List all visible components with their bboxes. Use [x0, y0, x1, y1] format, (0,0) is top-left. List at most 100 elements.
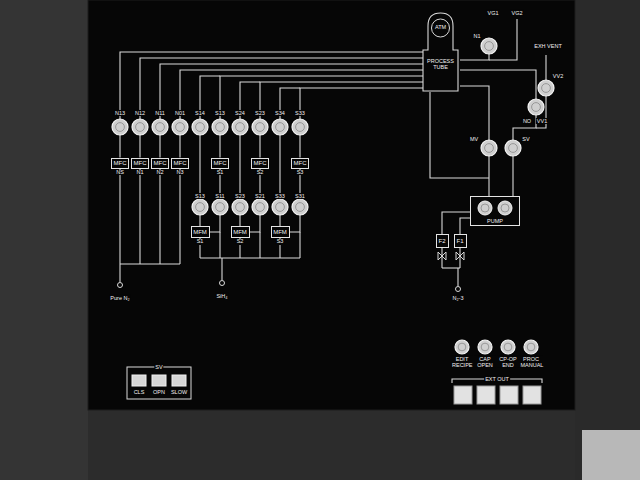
- box-label: N1: [135, 170, 144, 176]
- mfc-box: MFCS3: [291, 158, 309, 169]
- button-label: CLS: [133, 389, 146, 395]
- valve-symbol: [501, 340, 515, 354]
- wire: [299, 232, 300, 258]
- mfc-box: MFCN1: [131, 158, 149, 169]
- valve-label: S31: [294, 193, 306, 199]
- tube-outline: [422, 12, 459, 92]
- valve-label: S24: [234, 110, 246, 116]
- gas-line: [442, 212, 470, 234]
- gas-source: N₂-3: [452, 295, 465, 301]
- mfm-box: MFMS2: [231, 226, 250, 238]
- vent-label: EXH VENT: [533, 43, 563, 49]
- valve-label: MV: [469, 136, 479, 142]
- push-button: [477, 386, 495, 404]
- push-button: [523, 386, 541, 404]
- wire: [430, 92, 489, 178]
- wire: [460, 70, 536, 99]
- box-text: MFC: [134, 160, 147, 166]
- wire: [259, 232, 260, 258]
- box-label: S2: [236, 239, 245, 245]
- filter-box: F1: [454, 234, 467, 248]
- button-label: OPN: [152, 389, 166, 395]
- wire: [119, 169, 120, 264]
- valve-symbol: [538, 80, 554, 96]
- valve-symbol: [272, 119, 288, 135]
- box-text: PUMP: [487, 219, 503, 225]
- valve-label: S34: [274, 110, 286, 116]
- wire: [221, 258, 222, 280]
- valve-label: S33: [274, 193, 286, 199]
- valve-symbol: [252, 199, 268, 215]
- push-button: [454, 386, 472, 404]
- valve-symbol: [292, 199, 308, 215]
- port-symbol: [118, 283, 123, 288]
- valve-label: SV: [521, 136, 530, 142]
- pump-box: PUMP: [470, 196, 520, 226]
- valve-symbol: [478, 340, 492, 354]
- mfc-box: MFCN3: [171, 158, 189, 169]
- gas-line: [120, 52, 423, 158]
- box-text: F2: [438, 238, 445, 244]
- box-text: MFC: [294, 160, 307, 166]
- box-label: N2: [155, 170, 164, 176]
- valve-symbol: [481, 38, 497, 54]
- fixture: [582, 430, 640, 480]
- wire: [119, 264, 120, 282]
- wire: [441, 248, 442, 268]
- box-label: S1: [196, 239, 205, 245]
- wire: [512, 156, 513, 196]
- valve-symbol: [524, 340, 538, 354]
- valve-label: S23: [234, 193, 246, 199]
- valve-symbol: [212, 119, 228, 135]
- box-label: NS: [115, 170, 125, 176]
- wire: [442, 267, 460, 268]
- wire: [179, 169, 180, 264]
- box-text: ATM: [435, 25, 446, 31]
- mfc-box: MFCN2: [151, 158, 169, 169]
- gauge-label: VG1: [486, 10, 499, 16]
- process-tube: ATMPROCESS TUBE: [423, 12, 460, 92]
- gas-line: [460, 218, 470, 234]
- valve-symbol: [272, 199, 288, 215]
- valve-symbol: [481, 140, 497, 156]
- button-frame: [127, 367, 191, 399]
- valve-label: VV2: [552, 73, 564, 79]
- valve-label: S11: [214, 193, 225, 199]
- box-label: S2: [256, 170, 265, 176]
- mfc-box: MFCS1: [211, 158, 229, 169]
- wire: [159, 169, 160, 264]
- valve-symbol: [455, 340, 469, 354]
- wire: [219, 232, 220, 258]
- valve-label: N1: [472, 33, 481, 39]
- valve-symbol: [212, 199, 228, 215]
- valve-symbol: [192, 119, 208, 135]
- valve-label: N11: [154, 110, 166, 116]
- box-label: S3: [296, 170, 305, 176]
- valve-label: N13: [114, 110, 126, 116]
- wire: [120, 263, 180, 264]
- mfm-box: MFMS1: [191, 226, 210, 238]
- valves: [112, 38, 554, 404]
- wire: [139, 169, 140, 264]
- valve-symbol: [528, 99, 544, 115]
- valve-symbol: [232, 199, 248, 215]
- box-text: MFM: [193, 229, 207, 235]
- push-button: [152, 375, 166, 386]
- box-label: N3: [175, 170, 184, 176]
- push-button: [500, 386, 518, 404]
- valve-symbol: [252, 119, 268, 135]
- valve-label: S13: [214, 110, 226, 116]
- button-label: EDIT RECIPE: [451, 356, 473, 368]
- filter-box: F2: [436, 234, 449, 248]
- button-label: PROC MANUAL: [520, 356, 543, 368]
- valve-label: S13: [194, 193, 206, 199]
- valve-symbol: [132, 119, 148, 135]
- push-button: [172, 375, 186, 386]
- gas-line: [260, 82, 423, 158]
- button-label: CAP OPEN: [474, 356, 496, 368]
- box-label: S1: [216, 170, 225, 176]
